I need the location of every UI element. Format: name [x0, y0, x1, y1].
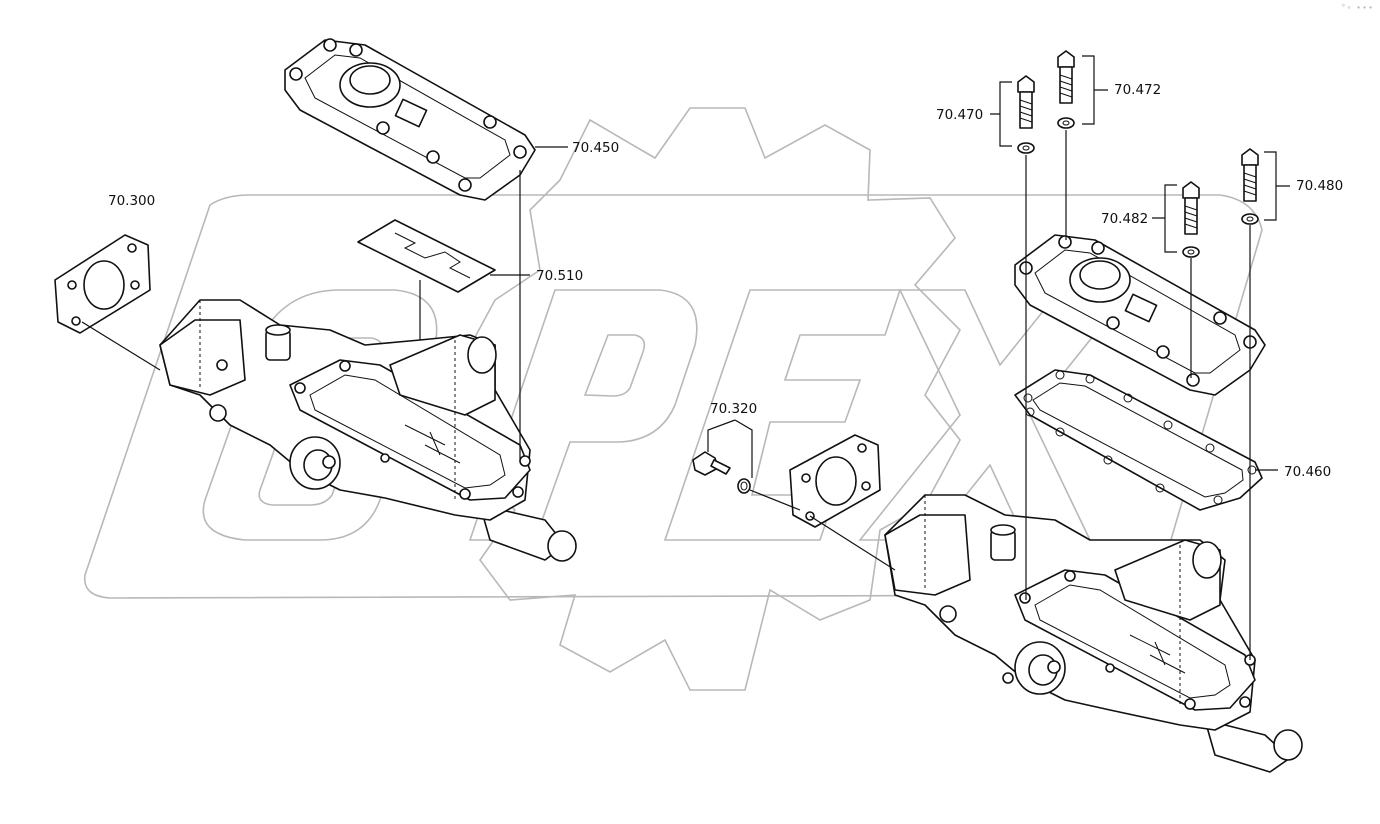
callout-labels: 70.300 70.450 70.510 70.320 70.470 70.47… [108, 82, 1343, 480]
callout-70320: 70.320 [710, 401, 757, 417]
bolt-70480 [1241, 148, 1259, 225]
left-shift-pattern-plate [357, 219, 496, 293]
callout-70472: 70.472 [1114, 82, 1161, 98]
bolt-70482 [1182, 181, 1200, 258]
left-leader-lines [81, 146, 568, 460]
left-adapter-plate [54, 234, 151, 334]
right-leader-lines [707, 55, 1290, 660]
callout-70460: 70.460 [1284, 464, 1331, 480]
left-top-cover [284, 38, 536, 201]
right-adapter-plate [789, 434, 881, 528]
left-gearbox-housing [159, 299, 577, 562]
bolt-70472 [1057, 50, 1075, 129]
callout-70300: 70.300 [108, 193, 155, 209]
callout-70450: 70.450 [572, 140, 619, 156]
callout-70470: 70.470 [936, 107, 983, 123]
right-top-cover [1014, 234, 1266, 396]
right-gasket [1014, 369, 1263, 511]
callout-70510: 70.510 [536, 268, 583, 284]
callout-70480: 70.480 [1296, 178, 1343, 194]
bolt-70320 [692, 451, 751, 494]
callout-70482: 70.482 [1101, 211, 1148, 227]
bolt-70470 [1017, 75, 1035, 154]
right-gearbox-housing [884, 494, 1303, 773]
corner-mark: °∘ ∙∙∙ [1341, 3, 1374, 12]
